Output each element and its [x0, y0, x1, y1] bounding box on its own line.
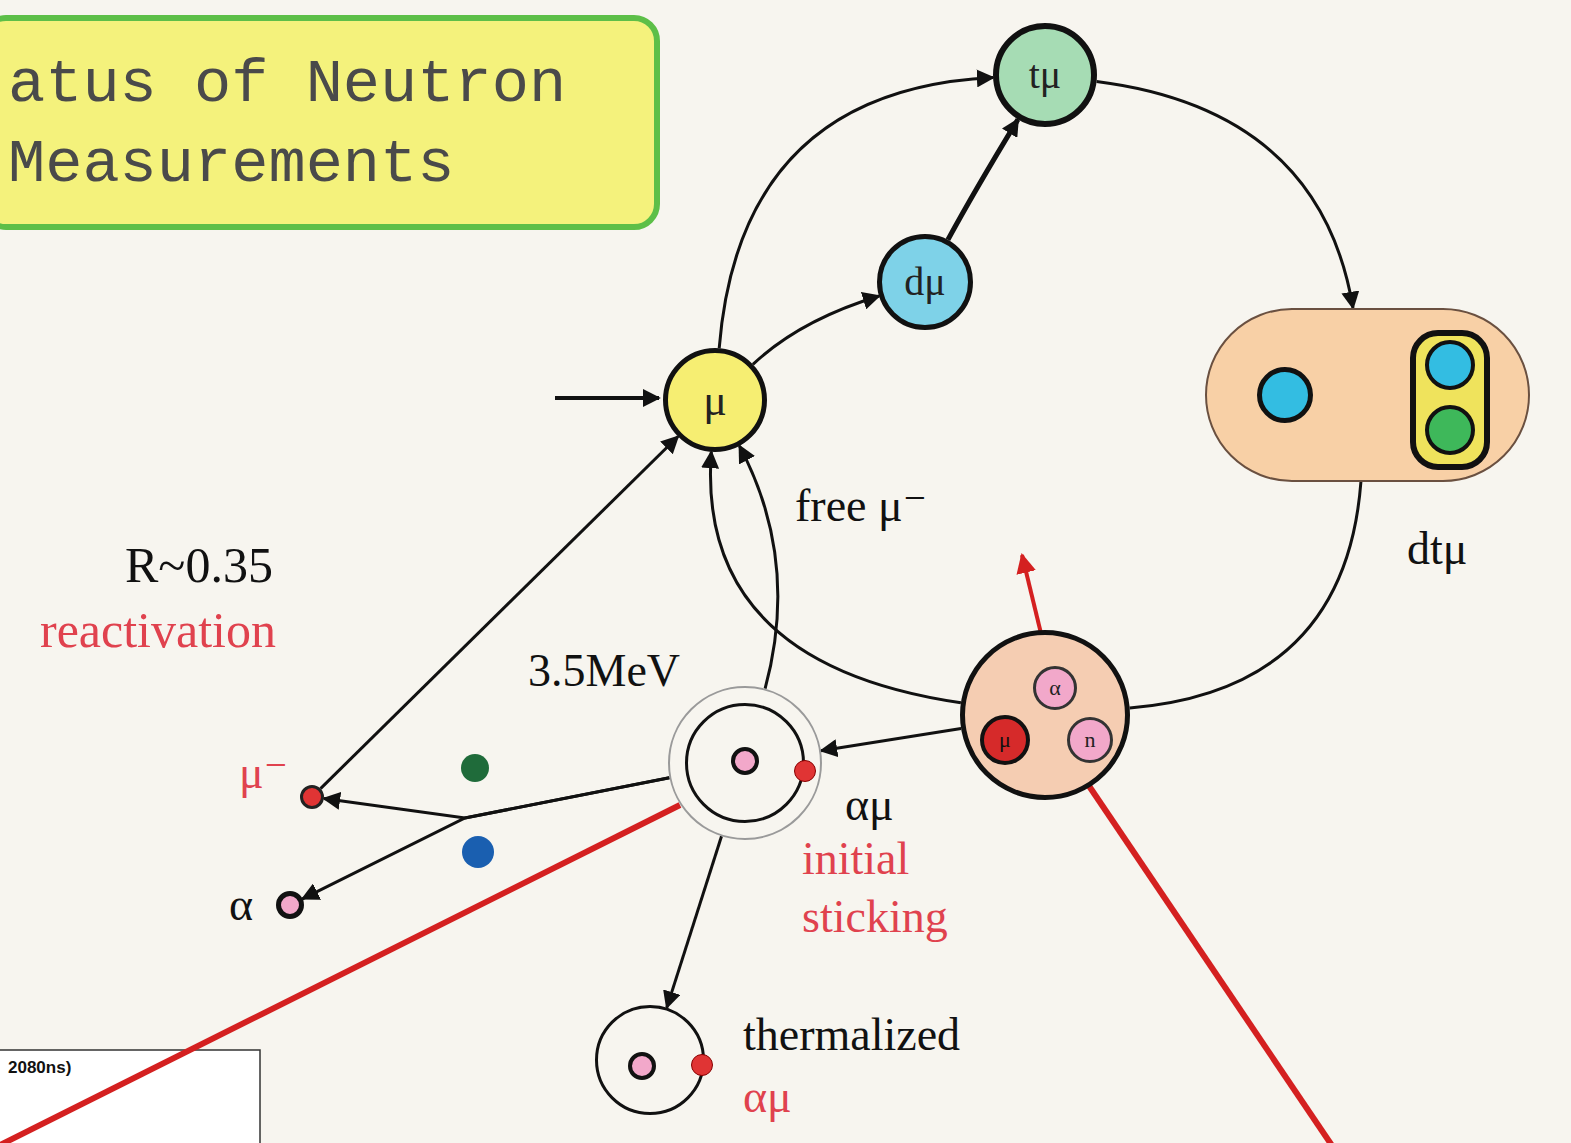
neutron-particle: n	[1067, 717, 1113, 763]
alpha-particle: α	[1033, 666, 1077, 710]
text-label: 3.5MeV	[528, 643, 680, 698]
node-text: α	[1036, 669, 1074, 707]
connector-arrow	[710, 452, 960, 703]
fusion-circle: αμ n	[960, 630, 1130, 800]
node-text: μ	[668, 353, 762, 447]
particle-mark	[794, 760, 816, 782]
node-caption: thermalized	[743, 1006, 960, 1064]
deuteron-dot	[461, 754, 489, 782]
connector-arrow	[719, 78, 993, 349]
d-mu-circle: dμ	[877, 234, 973, 330]
text-label: R~0.35	[125, 535, 273, 595]
red-leader	[0, 805, 680, 1143]
triton-dot	[462, 836, 494, 868]
node-caption: μ⁻	[239, 744, 288, 802]
connector-arrow	[739, 446, 777, 689]
text-label: 2080ns)	[6, 1058, 73, 1078]
thermalized-atom: thermalizedαμ	[595, 1005, 705, 1115]
node-caption: αμ	[743, 1068, 792, 1126]
node-text: μ	[984, 719, 1026, 761]
connector-arrow	[303, 778, 670, 899]
connector-arrow	[1130, 482, 1361, 708]
node-text: dμ	[882, 239, 968, 325]
connector-arrow	[821, 728, 961, 750]
node-text: n	[1070, 720, 1110, 760]
particle-mark	[1257, 367, 1313, 423]
node-caption: dtμ	[1407, 520, 1467, 578]
muon-circle: μ	[663, 348, 767, 452]
node-caption: α	[229, 876, 253, 934]
text-label: free μ⁻	[795, 478, 927, 533]
alpha-muon-atom: αμinitial sticking	[668, 686, 822, 840]
particle-mark	[1425, 405, 1475, 455]
title-box: atus of Neutron Measurements	[0, 15, 660, 230]
plot-frame	[0, 1050, 260, 1143]
particle-mark	[1425, 340, 1475, 390]
dt-mu-molecule: dtμ	[1205, 308, 1530, 482]
red-leader	[1085, 780, 1335, 1143]
alpha-dot: α	[276, 891, 304, 919]
node-caption: αμ	[845, 776, 894, 834]
node-text: tμ	[999, 29, 1091, 121]
particle-mark	[628, 1052, 656, 1080]
muon-particle: μ	[980, 715, 1030, 765]
connector-arrow	[753, 296, 879, 364]
title-text: atus of Neutron Measurements	[8, 45, 608, 205]
incoming-arrow	[555, 396, 659, 400]
connector-arrow	[667, 836, 722, 1007]
connector-arrow	[948, 119, 1018, 239]
text-label: reactivation	[40, 600, 276, 660]
particle-mark	[731, 747, 759, 775]
muon-dot: μ⁻	[300, 785, 324, 809]
connector-arrow	[321, 437, 679, 789]
node-caption: initial sticking	[802, 830, 1002, 945]
t-mu-circle: tμ	[993, 23, 1097, 127]
connector-arrow	[1097, 82, 1353, 308]
particle-mark	[691, 1054, 713, 1076]
